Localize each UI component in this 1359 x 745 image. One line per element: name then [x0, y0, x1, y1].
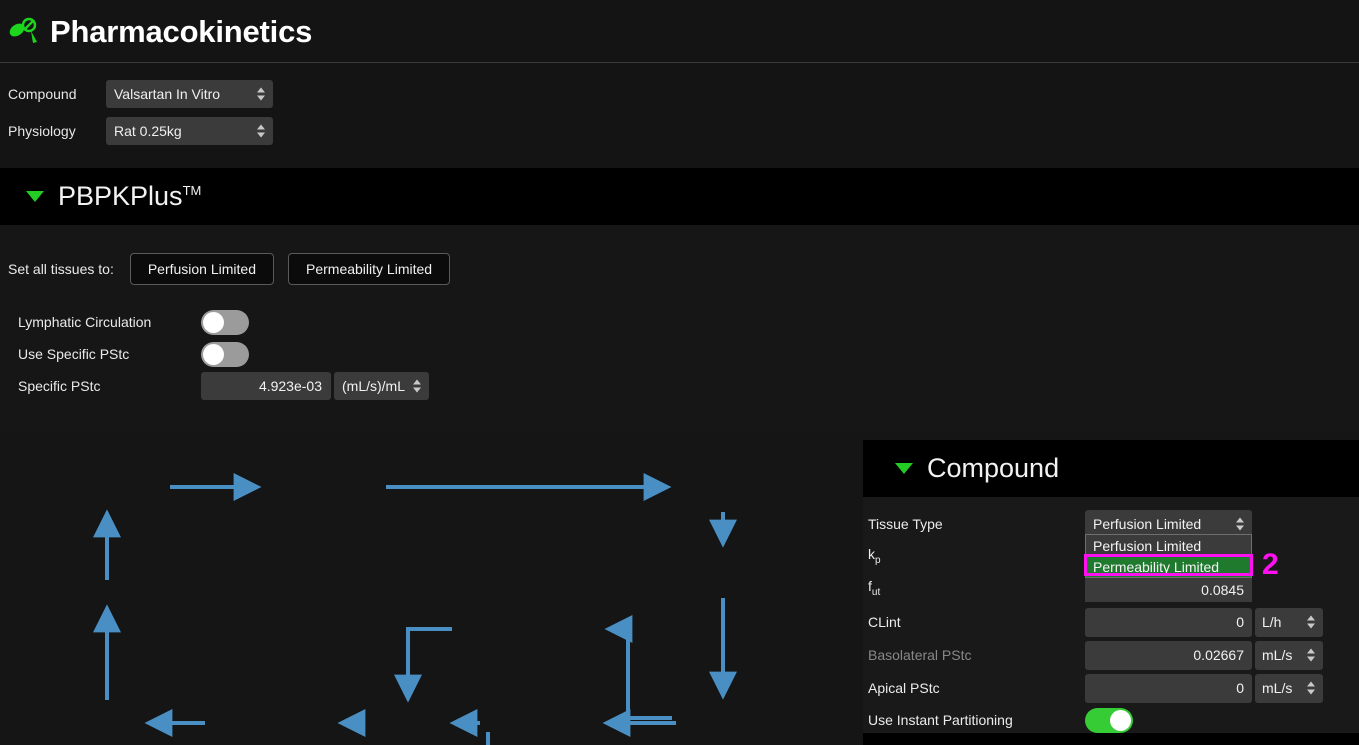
- compound-section-header[interactable]: Compound: [863, 440, 1359, 497]
- clint-unit-value: L/h: [1262, 614, 1282, 630]
- title-bar: Pharmacokinetics: [0, 0, 1359, 63]
- basolateral-pstc-row: Basolateral PStc 0.02667 mL/s: [868, 640, 1323, 670]
- apical-pstc-row: Apical PStc 0 mL/s: [868, 673, 1323, 703]
- chevron-updown-icon: [1236, 517, 1245, 531]
- use-specific-pstc-label: Use Specific PStc: [18, 346, 130, 362]
- chevron-updown-icon: [1307, 615, 1316, 629]
- compound-row: Compound Valsartan In Vitro: [8, 80, 273, 108]
- compound-select-value: Valsartan In Vitro: [114, 86, 221, 102]
- lymphatic-circulation-toggle[interactable]: [201, 309, 249, 335]
- physiology-select[interactable]: Rat 0.25kg: [106, 117, 273, 145]
- instant-partitioning-label: Use Instant Partitioning: [868, 712, 1013, 728]
- lymphatic-circulation-row: Lymphatic Circulation: [18, 309, 249, 335]
- tissue-type-dropdown[interactable]: Perfusion Limited Permeability Limited: [1085, 534, 1252, 578]
- apical-pstc-unit-value: mL/s: [1262, 680, 1293, 696]
- apical-pstc-unit-select[interactable]: mL/s: [1255, 673, 1323, 703]
- diagram-edges: [93, 473, 737, 745]
- instant-partitioning-toggle[interactable]: [1085, 707, 1133, 733]
- chevron-updown-icon: [1307, 681, 1316, 695]
- compound-body: Tissue Type Perfusion Limited kp fut CLi…: [863, 497, 1359, 733]
- specific-pstc-input[interactable]: 4.923e-03: [201, 372, 331, 400]
- physiology-row: Physiology Rat 0.25kg: [8, 117, 273, 145]
- chevron-updown-icon: [257, 124, 266, 138]
- chevron-updown-icon: [1307, 648, 1316, 662]
- basolateral-pstc-input[interactable]: 0.02667: [1085, 640, 1252, 670]
- clint-input[interactable]: 0: [1085, 607, 1252, 637]
- apical-pstc-label: Apical PStc: [868, 680, 940, 696]
- pills-capsule-icon: [9, 17, 37, 43]
- physiology-label: Physiology: [8, 123, 76, 139]
- tissue-type-row: Tissue Type Perfusion Limited: [868, 509, 1252, 539]
- tissue-type-label: Tissue Type: [868, 516, 943, 532]
- fut-row: fut: [868, 573, 1085, 603]
- compound-select[interactable]: Valsartan In Vitro: [106, 80, 273, 108]
- set-all-tissues-label: Set all tissues to:: [8, 261, 114, 277]
- fut-value: 0.0845: [1201, 581, 1244, 598]
- clint-unit-select[interactable]: L/h: [1255, 607, 1323, 637]
- caret-down-icon[interactable]: [895, 463, 913, 474]
- permeability-limited-button[interactable]: Permeability Limited: [288, 253, 451, 285]
- chevron-updown-icon: [257, 87, 266, 101]
- instant-partitioning-row: Use Instant Partitioning: [868, 705, 1133, 735]
- compound-title: Compound: [927, 453, 1060, 483]
- use-specific-pstc-row: Use Specific PStc: [18, 341, 249, 367]
- dropdown-option-perfusion-limited[interactable]: Perfusion Limited: [1093, 537, 1202, 554]
- apical-pstc-input[interactable]: 0: [1085, 673, 1252, 703]
- pbpkplus-body: Set all tissues to: Perfusion Limited Pe…: [0, 225, 1359, 432]
- perfusion-limited-button[interactable]: Perfusion Limited: [129, 253, 274, 285]
- annotation-step-2: 2: [1262, 548, 1279, 581]
- lymphatic-circulation-label: Lymphatic Circulation: [18, 314, 152, 330]
- basolateral-pstc-unit-value: mL/s: [1262, 647, 1293, 663]
- basolateral-pstc-unit-select[interactable]: mL/s: [1255, 640, 1323, 670]
- page-title: Pharmacokinetics: [50, 13, 313, 49]
- chevron-updown-icon: [413, 379, 422, 393]
- panel-bottom-band: [863, 733, 1359, 745]
- pbpkplus-section-header[interactable]: PBPKPlusTM: [0, 168, 1359, 225]
- specific-pstc-unit-select[interactable]: (mL/s)/mL: [334, 372, 429, 400]
- top-form: Compound Valsartan In Vitro Physiology R…: [0, 64, 1359, 168]
- specific-pstc-row: Specific PStc 4.923e-03 (mL/s)/mL: [18, 372, 429, 400]
- tissue-type-dropdown-backdrop: 0.0845: [1085, 577, 1252, 602]
- clint-label: CLint: [868, 614, 901, 630]
- compound-label: Compound: [8, 86, 77, 102]
- specific-pstc-unit-value: (mL/s)/mL: [342, 378, 405, 394]
- pbpkplus-title: PBPKPlusTM: [58, 181, 202, 211]
- specific-pstc-label: Specific PStc: [18, 378, 101, 394]
- use-specific-pstc-toggle[interactable]: [201, 341, 249, 367]
- clint-row: CLint 0 L/h: [868, 607, 1323, 637]
- physiology-select-value: Rat 0.25kg: [114, 123, 182, 139]
- kp-label: kp: [868, 546, 881, 566]
- tissue-type-value: Perfusion Limited: [1093, 516, 1202, 532]
- caret-down-icon[interactable]: [26, 191, 44, 202]
- tissue-type-select[interactable]: Perfusion Limited: [1085, 509, 1252, 539]
- dropdown-option-permeability-limited[interactable]: Permeability Limited: [1086, 556, 1251, 577]
- set-all-tissues-row: Set all tissues to: Perfusion Limited Pe…: [8, 253, 451, 285]
- fut-label: fut: [868, 578, 881, 598]
- basolateral-pstc-label: Basolateral PStc: [868, 647, 972, 663]
- kp-row: kp: [868, 541, 1085, 571]
